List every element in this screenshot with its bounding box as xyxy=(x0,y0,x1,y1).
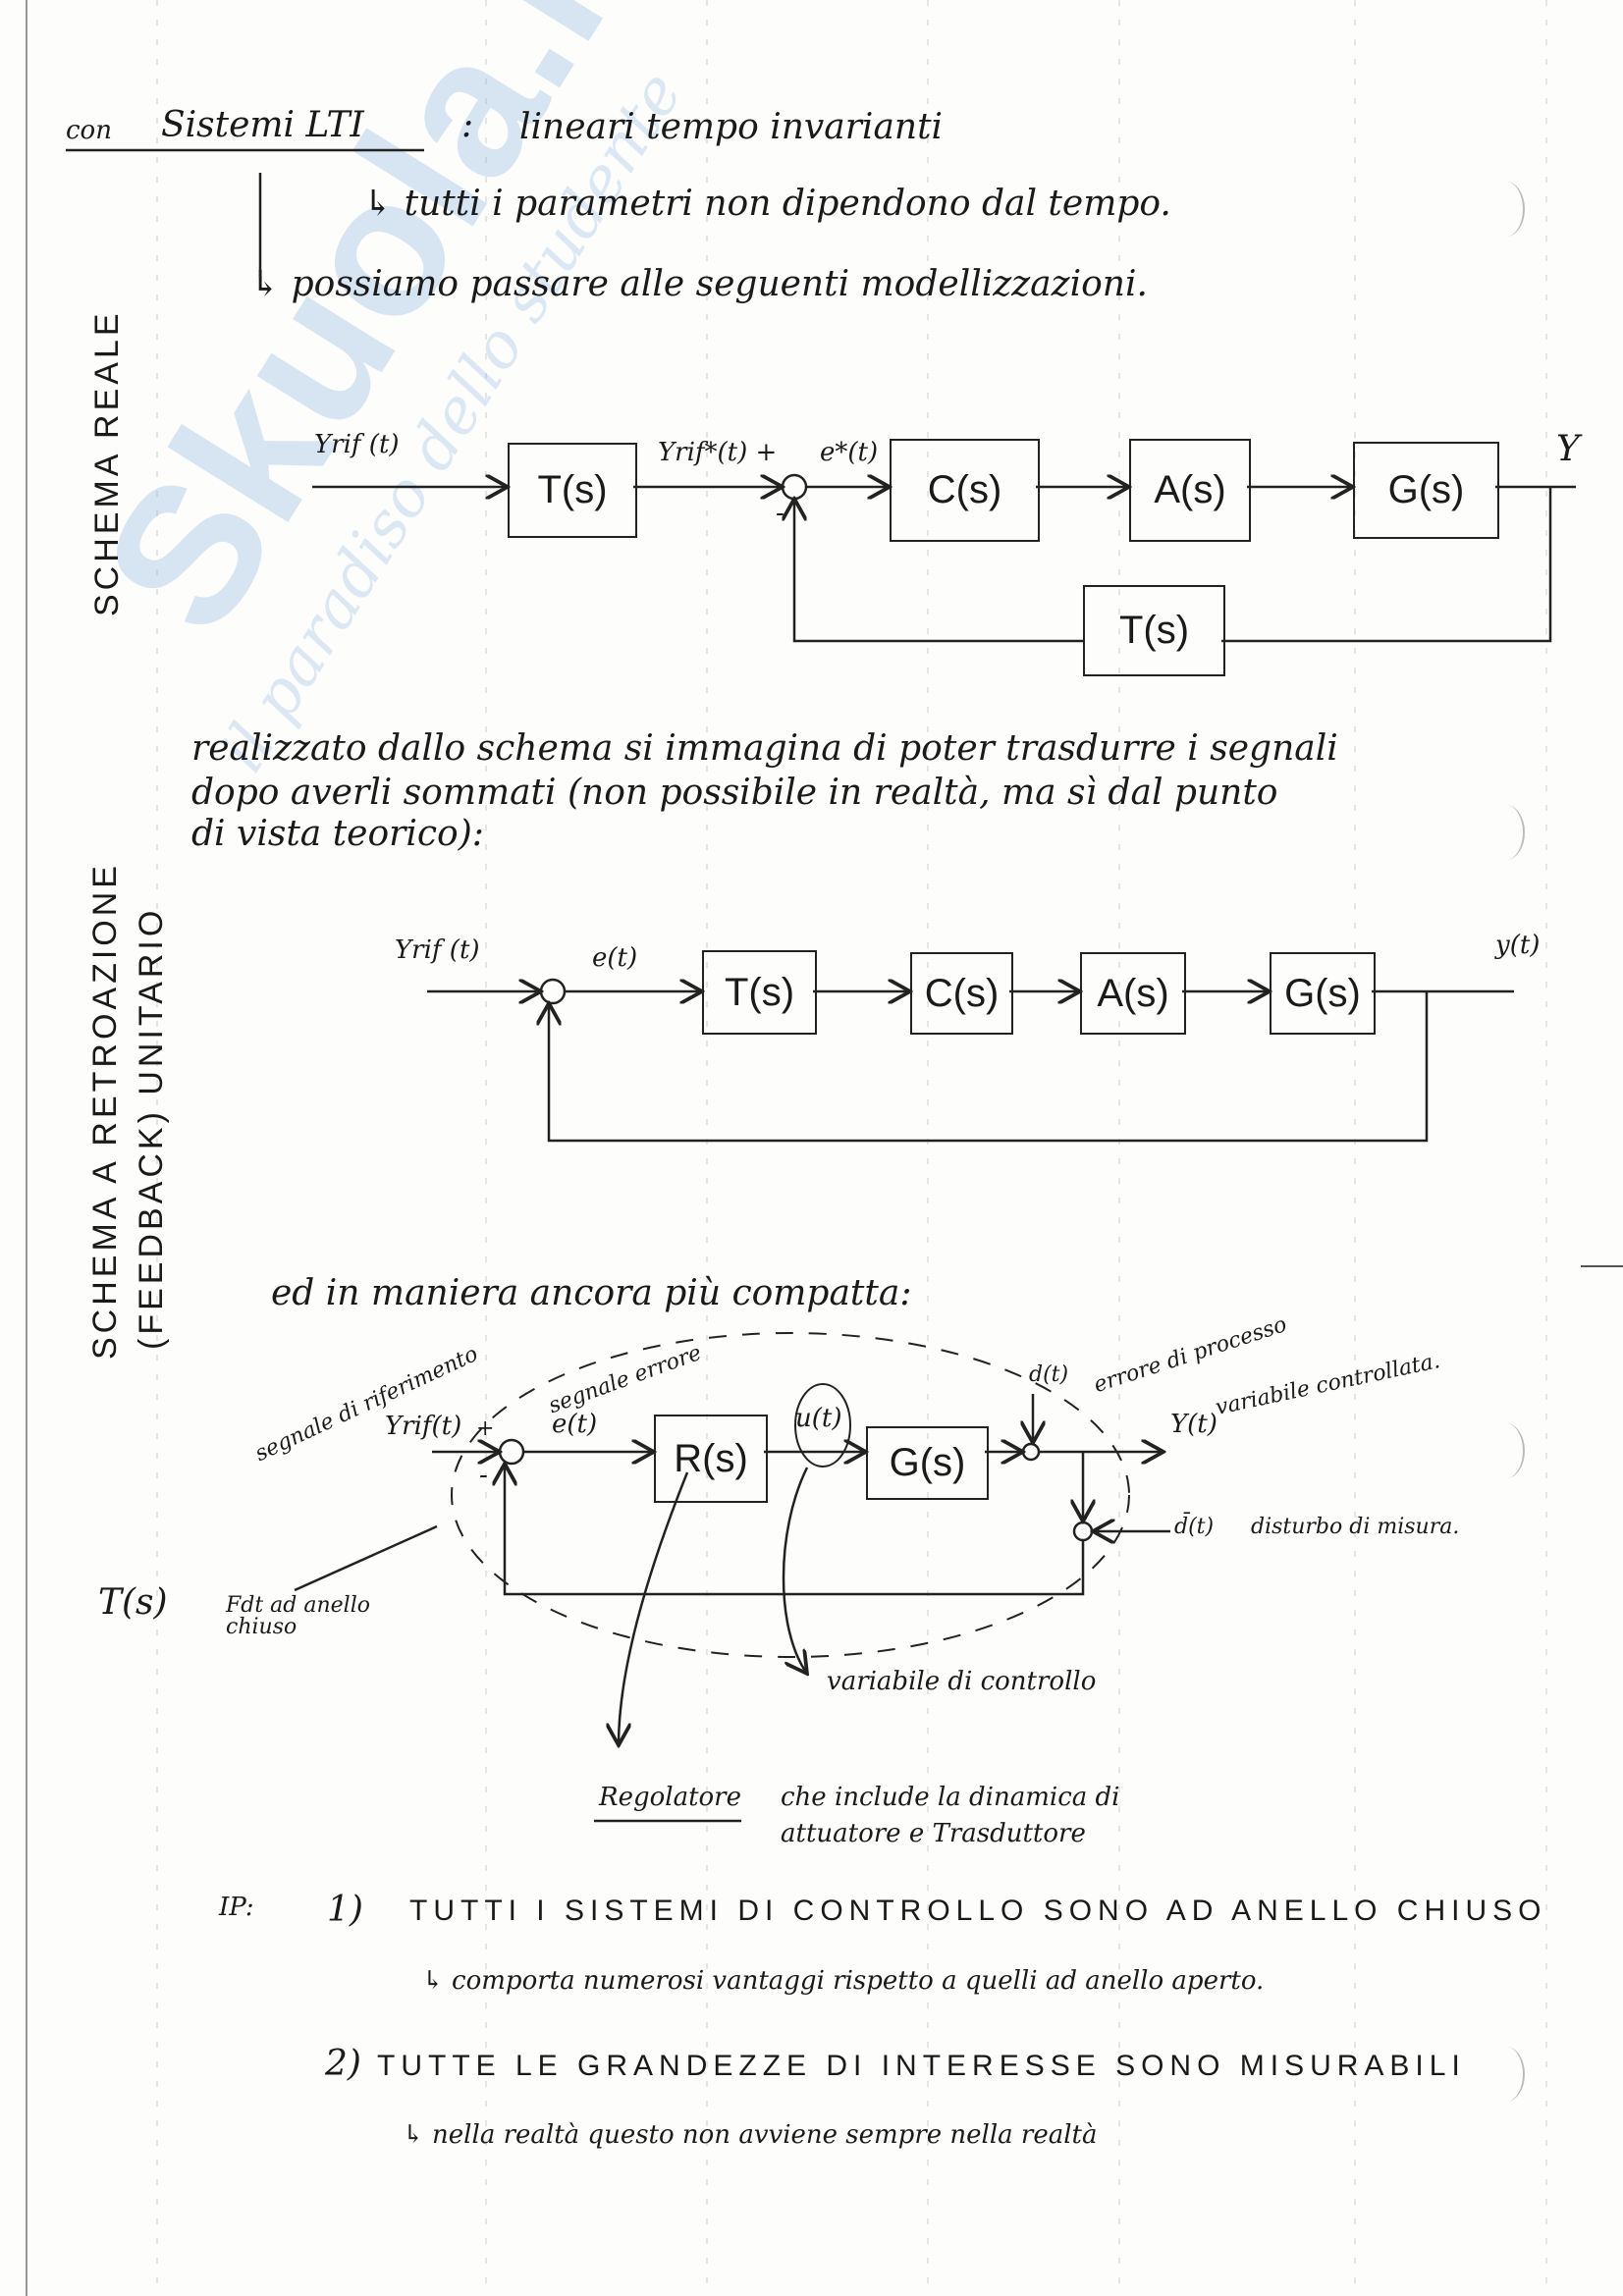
intro-note-1: ↳ tutti i parametri non dipendono dal te… xyxy=(363,184,1171,224)
schema-reale-label: SCHEMA REALE xyxy=(88,309,126,616)
intro-title: Sistemi LTI xyxy=(161,105,364,145)
d1-input-label: Yrif (t) xyxy=(314,430,400,459)
d2-error-label: e(t) xyxy=(592,943,638,973)
d2-block-g: G(s) xyxy=(1270,952,1376,1035)
d3-control-note: variabile di controllo xyxy=(827,1667,1097,1696)
d3-input-label: Yrif(t) xyxy=(385,1412,462,1441)
d3-control-label: u(t) xyxy=(795,1404,842,1433)
intro-prefix: con xyxy=(66,116,112,145)
binder-hole xyxy=(1488,805,1525,860)
d1-block-c: C(s) xyxy=(890,439,1040,542)
binder-hole xyxy=(1488,182,1525,237)
d3-regulator-note-1: che include la dinamica di xyxy=(781,1783,1120,1812)
d1-block-g: G(s) xyxy=(1353,442,1499,539)
paragraph-line-2: dopo averli sommati (non possibile in re… xyxy=(191,773,1278,813)
hypotheses-label: IP: xyxy=(219,1893,254,1922)
schema-unitario-label-1: SCHEMA A RETROAZIONE xyxy=(86,862,124,1360)
d1-output-label: Y xyxy=(1556,429,1580,469)
schema-unitario-label-2: (FEEDBACK) UNITARIO xyxy=(133,906,170,1350)
intro-colon: : xyxy=(461,105,474,145)
hypothesis-1-number: 1) xyxy=(327,1890,363,1930)
d3-closed-loop-symbol: T(s) xyxy=(98,1582,168,1623)
d1-block-a: A(s) xyxy=(1129,439,1251,542)
intro-note-2: ↳ possiamo passare alle seguenti modelli… xyxy=(250,264,1148,304)
d3-output-label: Y(t) xyxy=(1170,1410,1217,1439)
d3-process-dist-label: d(t) xyxy=(1029,1362,1069,1387)
d2-input-label: Yrif (t) xyxy=(395,935,480,965)
binder-hole xyxy=(1488,1423,1525,1478)
d3-regulator-word: Regolatore xyxy=(599,1783,741,1812)
d2-block-a: A(s) xyxy=(1080,952,1186,1035)
d3-meas-dist-label: d̄(t) xyxy=(1174,1515,1215,1539)
binder-hole xyxy=(1488,2047,1525,2102)
paragraph-line-1: realizzato dallo schema si immagina di p… xyxy=(191,728,1338,769)
d3-plant-block: G(s) xyxy=(866,1426,989,1500)
d1-error-star-label: e*(t) xyxy=(820,438,879,467)
hypothesis-1-text: TUTTI I SISTEMI DI CONTROLLO SONO AD ANE… xyxy=(409,1895,1547,1927)
d3-minus-sign: - xyxy=(479,1461,488,1490)
hypothesis-1-note: ↳ comporta numerosi vantaggi rispetto a … xyxy=(422,1966,1265,1996)
d3-controller-block: R(s) xyxy=(654,1415,768,1503)
d1-block-t: T(s) xyxy=(508,443,637,538)
compact-intro: ed in maniera ancora più compatta: xyxy=(271,1273,912,1313)
d3-regulator-note-2: attuatore e Trasduttore xyxy=(781,1819,1086,1848)
d2-output-label: y(t) xyxy=(1495,931,1541,960)
d2-block-t: T(s) xyxy=(702,950,817,1035)
d3-meas-dist-note: disturbo di misura. xyxy=(1251,1515,1460,1539)
d3-plus-sign: + xyxy=(476,1416,495,1441)
d1-minus-sign: - xyxy=(776,499,784,528)
paragraph-line-3: di vista teorico): xyxy=(191,814,484,854)
hypothesis-2-text: TUTTE LE GRANDEZZE DI INTERESSE SONO MIS… xyxy=(377,2050,1466,2082)
d1-ref-star-label: Yrif*(t) + xyxy=(658,438,778,467)
d1-feedback-block-t: T(s) xyxy=(1083,585,1225,676)
hypothesis-2-note: ↳ nella realtà questo non avviene sempre… xyxy=(403,2120,1098,2150)
intro-definition: lineari tempo invarianti xyxy=(519,107,944,147)
d2-block-c: C(s) xyxy=(910,952,1013,1035)
d3-closed-loop-note: Fdt ad anello chiuso xyxy=(226,1593,370,1639)
hypothesis-2-number: 2) xyxy=(325,2044,361,2084)
d3-error-label: e(t) xyxy=(552,1410,598,1439)
